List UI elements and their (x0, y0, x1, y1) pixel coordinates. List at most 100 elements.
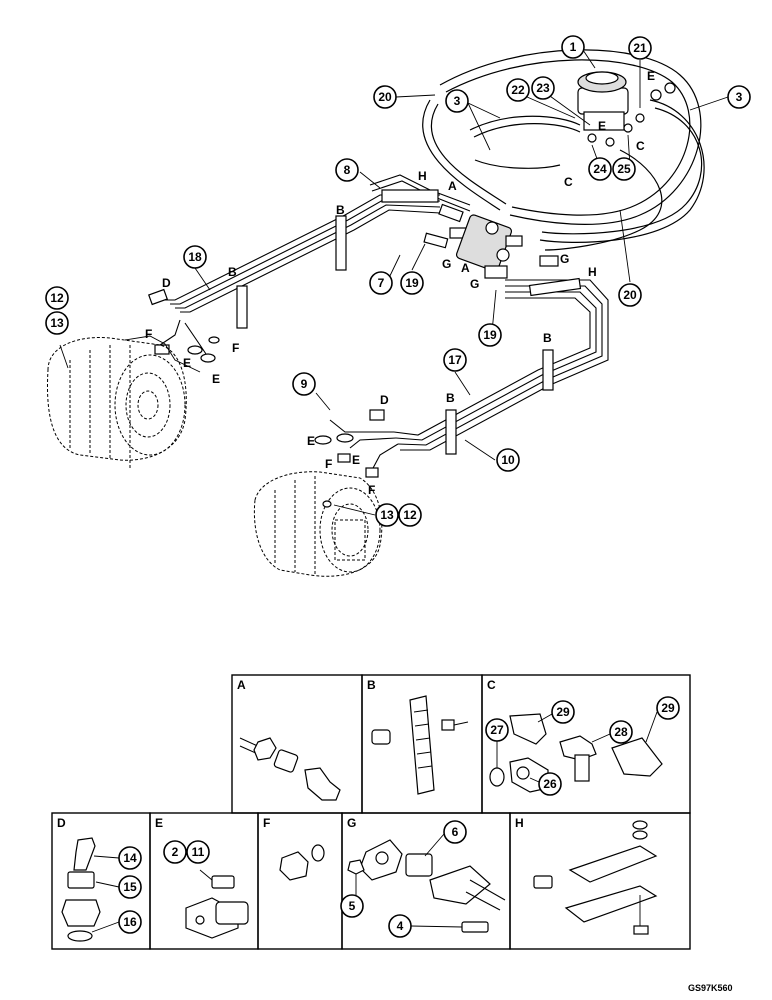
callout-7: 7 (369, 271, 393, 295)
svg-text:20: 20 (623, 288, 637, 302)
callout-25: 25 (612, 157, 636, 181)
callout-22: 22 (506, 78, 530, 102)
marker-B3: B (543, 331, 552, 345)
callout-13a: 13 (45, 311, 69, 335)
callout-26: 26 (538, 772, 562, 796)
marker-B1: B (336, 203, 345, 217)
panel-label-G: G (347, 816, 356, 830)
marker-A2: A (461, 261, 470, 275)
brake-valve (577, 71, 676, 147)
callout-24: 24 (588, 157, 612, 181)
marker-E2: E (212, 372, 220, 386)
panel-h-drawing (533, 820, 658, 935)
marker-D1: D (162, 276, 171, 290)
callout-18: 18 (183, 245, 207, 269)
left-final-drive (47, 335, 201, 470)
callout-19b: 19 (478, 323, 502, 347)
marker-F3: F (325, 457, 332, 471)
svg-text:3: 3 (736, 90, 743, 104)
panel-label-A: A (237, 678, 246, 692)
callout-28: 28 (609, 720, 633, 744)
panel-g-drawing (347, 839, 506, 933)
marker-G2: G (470, 277, 479, 291)
lower-pipe-bundle (329, 277, 609, 471)
svg-text:7: 7 (378, 276, 385, 290)
svg-text:15: 15 (123, 880, 137, 894)
svg-text:21: 21 (633, 41, 647, 55)
svg-text:14: 14 (123, 851, 137, 865)
panel-d-drawing (61, 837, 101, 942)
callout-1: 1 (561, 35, 585, 59)
callout-29a: 29 (551, 700, 575, 724)
svg-text:24: 24 (593, 162, 607, 176)
callout-5: 5 (340, 894, 364, 918)
marker-B2: B (228, 265, 237, 279)
panel-label-F: F (263, 816, 270, 830)
svg-text:17: 17 (448, 353, 462, 367)
callout-3b: 3 (727, 85, 751, 109)
svg-text:19: 19 (405, 276, 419, 290)
svg-text:26: 26 (543, 777, 557, 791)
svg-text:6: 6 (452, 825, 459, 839)
svg-text:27: 27 (490, 723, 504, 737)
marker-G1: G (442, 257, 451, 271)
marker-E3: E (307, 434, 315, 448)
svg-text:20: 20 (378, 90, 392, 104)
marker-E1: E (183, 356, 191, 370)
reference-code: GS97K560 (688, 983, 733, 993)
svg-text:11: 11 (192, 845, 205, 859)
marker-F2: F (232, 341, 239, 355)
callout-16: 16 (118, 910, 142, 934)
lower-fittings (314, 409, 385, 478)
svg-text:2: 2 (172, 845, 179, 859)
callout-2: 2 (163, 840, 187, 864)
svg-text:10: 10 (501, 453, 515, 467)
callout-4: 4 (388, 914, 412, 938)
callout-9: 9 (292, 372, 316, 396)
callout-14: 14 (118, 846, 142, 870)
svg-text:25: 25 (617, 162, 631, 176)
svg-text:23: 23 (536, 81, 550, 95)
callout-21: 21 (628, 36, 652, 60)
callout-12b: 12 (398, 503, 422, 527)
upper-fittings (148, 203, 469, 363)
panel-label-D: D (57, 816, 66, 830)
marker-D2: D (380, 393, 389, 407)
right-final-drive (253, 471, 383, 577)
svg-text:8: 8 (344, 163, 351, 177)
marker-C2: C (636, 139, 645, 153)
callout-6: 6 (443, 820, 467, 844)
svg-text:3: 3 (454, 94, 461, 108)
callout-20b: 20 (618, 283, 642, 307)
marker-E5: E (598, 119, 606, 133)
hose-3 (469, 99, 705, 251)
marker-C1: C (564, 175, 573, 189)
panel-a-drawing (239, 737, 341, 801)
callout-10: 10 (496, 448, 520, 472)
callout-12a: 12 (45, 286, 69, 310)
marker-H1: H (418, 169, 427, 183)
callout-29b: 29 (656, 696, 680, 720)
svg-text:13: 13 (380, 508, 394, 522)
svg-text:13: 13 (50, 316, 64, 330)
svg-text:22: 22 (511, 83, 525, 97)
callout-15: 15 (118, 875, 142, 899)
callout-19a: 19 (400, 271, 424, 295)
callout-27: 27 (485, 718, 509, 742)
marker-H2: H (588, 265, 597, 279)
marker-F1: F (145, 327, 152, 341)
main-assembly: H A B B D F F E E G A G G H B B D E E F … (45, 35, 751, 577)
svg-text:28: 28 (614, 725, 628, 739)
panel-label-C: C (487, 678, 496, 692)
svg-text:18: 18 (188, 250, 202, 264)
letter-markers: H A B B D F F E E G A G G H B B D E E F … (145, 69, 655, 497)
marker-E6: E (647, 69, 655, 83)
panel-c-drawing (489, 713, 663, 793)
panel-b-drawing (371, 695, 469, 795)
marker-F4: F (368, 483, 375, 497)
svg-text:29: 29 (661, 701, 675, 715)
upper-pipe-bundle (159, 174, 471, 361)
callout-13b: 13 (375, 503, 399, 527)
svg-text:12: 12 (403, 508, 417, 522)
